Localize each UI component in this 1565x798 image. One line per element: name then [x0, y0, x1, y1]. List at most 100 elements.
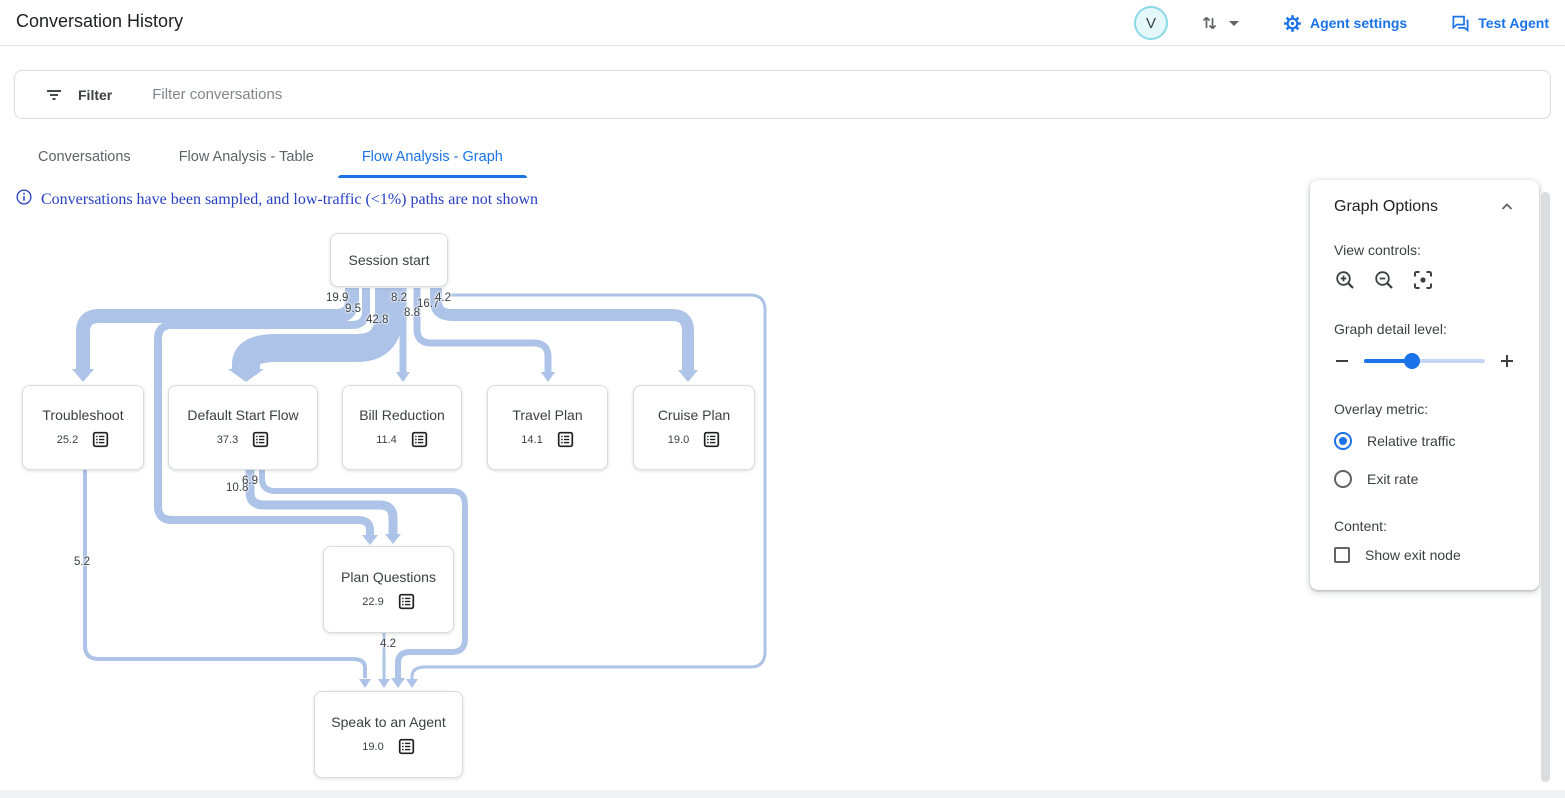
detail-level-slider[interactable] — [1364, 353, 1485, 369]
slider-thumb[interactable] — [1404, 353, 1421, 369]
flow-edge-arrowhead — [362, 535, 378, 545]
flow-node-traffic-value: 19.0 — [362, 740, 384, 753]
test-agent-button[interactable]: Test Agent — [1451, 14, 1549, 33]
flow-node-traffic-value: 19.0 — [667, 433, 690, 446]
edge-traffic-label: 9.5 — [345, 303, 361, 315]
gear-icon — [1283, 14, 1302, 33]
detail-increase-button[interactable] — [1499, 353, 1515, 369]
tab-flow-analysis-table[interactable]: Flow Analysis - Table — [178, 148, 314, 165]
agent-settings-button[interactable]: Agent settings — [1283, 14, 1407, 33]
flow-edge-arrowhead — [385, 534, 401, 544]
conversation-list-icon[interactable] — [92, 431, 109, 448]
radio-unselected-icon[interactable] — [1334, 470, 1352, 488]
edge-traffic-label: 8.8 — [404, 307, 420, 319]
flow-node-bill-reduction[interactable]: Bill Reduction 11.4 — [342, 385, 462, 470]
avatar[interactable]: V — [1133, 6, 1168, 40]
radio-selected-icon[interactable] — [1334, 432, 1352, 450]
edge-traffic-label: 8.2 — [391, 292, 407, 304]
collapse-panel-button[interactable] — [1499, 199, 1515, 215]
conversation-list-icon[interactable] — [252, 431, 269, 448]
conversation-list-icon[interactable] — [703, 431, 720, 448]
flow-edge-arrowhead — [378, 679, 390, 688]
show-exit-node-checkbox[interactable] — [1334, 547, 1350, 563]
flow-node-plan-questions[interactable]: Plan Questions 22.9 — [323, 546, 454, 633]
filter-icon — [45, 86, 63, 104]
tab-bar: Conversations Flow Analysis - Table Flow A… — [14, 138, 527, 178]
flow-edge — [430, 288, 694, 370]
edge-traffic-label: 6.9 — [242, 475, 258, 487]
flow-edge — [259, 470, 468, 678]
overlay-option-label: Relative traffic — [1367, 433, 1456, 449]
flow-edge — [410, 293, 767, 679]
sort-control[interactable] — [1200, 13, 1239, 33]
tab-flow-analysis-graph[interactable]: Flow Analysis - Graph — [337, 138, 527, 178]
graph-options-panel: Graph Options View controls: — [1310, 180, 1539, 590]
conversation-list-icon[interactable] — [398, 738, 415, 755]
edge-traffic-label: 42.8 — [366, 314, 389, 326]
sort-arrows-icon — [1200, 13, 1220, 33]
conversation-list-icon[interactable] — [398, 593, 415, 610]
filter-label: Filter — [78, 86, 113, 103]
flow-edge-arrowhead — [678, 370, 698, 382]
edge-traffic-label: 10.8 — [226, 482, 249, 494]
horizontal-scrollbar-track[interactable] — [0, 790, 1565, 798]
flow-edge-arrowhead — [228, 369, 264, 382]
content-label: Content: — [1334, 518, 1387, 534]
sampling-notice-text: Conversations have been sampled, and low… — [41, 190, 539, 208]
filter-bar[interactable]: Filter Filter conversations — [14, 70, 1551, 119]
chat-icon — [1451, 14, 1470, 33]
show-exit-node-option[interactable]: Show exit node — [1334, 547, 1515, 563]
flow-edge-arrowhead — [541, 372, 555, 382]
flow-node-title: Default Start Flow — [187, 407, 299, 423]
flow-node-traffic-value: 25.2 — [56, 433, 79, 446]
zoom-out-button[interactable] — [1373, 269, 1395, 291]
flow-node-traffic-value: 11.4 — [376, 433, 397, 446]
chevron-down-icon — [1228, 20, 1239, 26]
tab-conversations[interactable]: Conversations — [38, 148, 131, 165]
flow-edge — [76, 288, 359, 369]
show-exit-node-label: Show exit node — [1365, 547, 1461, 563]
flow-node-title: Bill Reduction — [359, 407, 445, 423]
edge-traffic-label: 5.2 — [74, 556, 90, 568]
page-title: Conversation History — [16, 11, 184, 31]
test-agent-label: Test Agent — [1478, 15, 1549, 31]
conversation-list-icon[interactable] — [411, 431, 428, 448]
detail-decrease-button[interactable] — [1334, 353, 1350, 369]
flow-edges — [72, 288, 767, 688]
edge-traffic-label: 19.9 — [326, 292, 349, 304]
edge-traffic-label: 16.7 — [417, 298, 440, 310]
flow-node-default-start-flow[interactable]: Default Start Flow 37.3 — [168, 385, 318, 470]
flow-node-speak-to-agent[interactable]: Speak to an Agent 19.0 — [314, 691, 463, 778]
flow-node-traffic-value: 22.9 — [362, 595, 384, 608]
edge-traffic-label: 4.2 — [435, 292, 451, 304]
conversation-list-icon[interactable] — [557, 431, 574, 448]
zoom-in-button[interactable] — [1334, 269, 1356, 291]
flow-node-traffic-value: 14.1 — [521, 433, 543, 446]
flow-edge-arrowhead — [72, 369, 94, 382]
flow-edge-arrowhead — [406, 679, 418, 688]
overlay-option-relative-traffic[interactable]: Relative traffic — [1334, 432, 1515, 450]
flow-edge-arrowhead — [359, 679, 371, 688]
flow-edge — [245, 470, 398, 534]
flow-node-title: Speak to an Agent — [331, 714, 446, 730]
overlay-option-exit-rate[interactable]: Exit rate — [1334, 470, 1515, 488]
flow-edge — [154, 288, 374, 535]
flow-node-title: Cruise Plan — [657, 407, 731, 423]
overlay-option-label: Exit rate — [1367, 471, 1419, 487]
center-focus-button[interactable] — [1412, 269, 1434, 291]
edge-traffic-label: 4.2 — [380, 638, 396, 650]
flow-node-session-start[interactable]: Session start — [330, 233, 448, 287]
sampling-notice: Conversations have been sampled, and low… — [16, 189, 538, 210]
vertical-scrollbar-thumb[interactable] — [1541, 192, 1550, 782]
flow-node-traffic-value: 37.3 — [216, 433, 239, 446]
flow-edge — [232, 288, 403, 369]
header-actions: V — [1133, 0, 1549, 46]
flow-edge-arrowhead — [396, 372, 410, 382]
flow-node-cruise-plan[interactable]: Cruise Plan 19.0 — [633, 385, 755, 470]
flow-node-title: Plan Questions — [341, 569, 436, 585]
view-controls-label: View controls: — [1334, 242, 1421, 258]
agent-settings-label: Agent settings — [1309, 15, 1408, 31]
